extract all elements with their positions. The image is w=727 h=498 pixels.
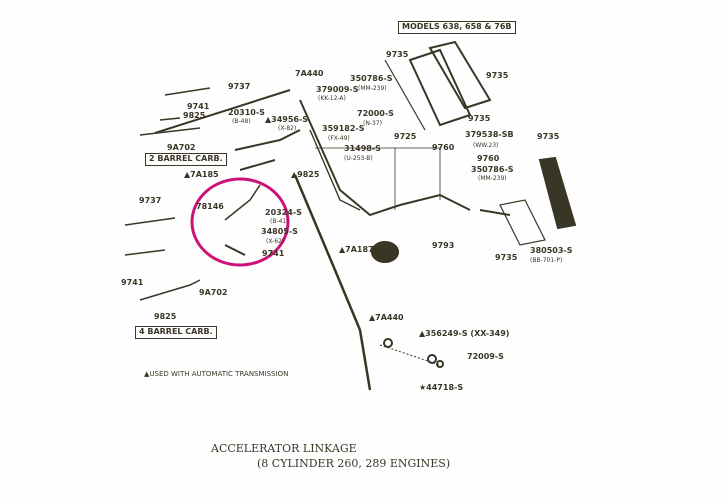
carb-4-linkage [124, 217, 201, 301]
callout: 9735 [495, 253, 518, 262]
callout: (X-62) [266, 238, 285, 245]
callout: (U-253-B) [344, 155, 373, 162]
callout: (MM-239) [358, 85, 387, 92]
callout: 9741 [262, 249, 285, 258]
callout: 9760 [477, 154, 500, 163]
models-box: MODELS 638, 658 & 76B [398, 21, 516, 34]
throttle-rod-upper [154, 89, 471, 217]
callout: 9741 [187, 102, 210, 111]
callout: 379538-SB [465, 130, 514, 139]
callout: 359182-S [322, 124, 365, 133]
callout: 9735 [468, 114, 491, 123]
pedal-pad-top-2 [428, 40, 492, 110]
callout: ★44718-S [419, 383, 464, 392]
callout: 350786-S [471, 165, 514, 174]
carb-4-barrel-label: 4 BARREL CARB. [135, 326, 217, 339]
callout: 9735 [486, 71, 509, 80]
callout: ▲7A185 [184, 170, 219, 179]
spring-78146 [224, 184, 261, 221]
callout: ▲9825 [291, 170, 320, 179]
carb-2-barrel-label: 2 BARREL CARB. [145, 153, 227, 166]
callout: 9735 [537, 132, 560, 141]
pedal-pad-bottom [538, 156, 577, 230]
callout: 380503-S [530, 246, 573, 255]
callout: (FX-49) [328, 135, 350, 142]
callout: 20324-S [265, 208, 302, 217]
pedal-plate [499, 199, 546, 246]
callout: 31498-S [344, 144, 381, 153]
pedal-arm-top [384, 59, 426, 131]
pedal-pad-top-1 [408, 48, 472, 127]
callout: 9735 [386, 50, 409, 59]
callout: 34805-S [261, 227, 298, 236]
callout: 9A702 [167, 143, 196, 152]
callout: (BB-701-P) [530, 257, 563, 264]
callout: 9A702 [199, 288, 228, 297]
diagram-title: ACCELERATOR LINKAGE [211, 442, 357, 455]
callout: 350786-S [350, 74, 393, 83]
callout: 9737 [228, 82, 251, 91]
throttle-rod-long [293, 174, 372, 391]
callout: (B-41) [270, 218, 289, 225]
carb-2-linkage [139, 87, 211, 136]
callout: ▲7A440 [369, 313, 404, 322]
callout: 9741 [121, 278, 144, 287]
callout: 72000-S [357, 109, 394, 118]
callout: 7A440 [295, 69, 324, 78]
callout: 9760 [432, 143, 455, 152]
callout: ▲7A187 [339, 245, 374, 254]
callout: 9725 [394, 132, 417, 141]
callout: 9825 [154, 312, 177, 321]
grommet-9793 [371, 241, 399, 263]
callout: (B-48) [232, 118, 251, 125]
callout: (X-82) [278, 125, 297, 132]
callout: (MM-239) [478, 175, 507, 182]
callout: 72009-S [467, 352, 504, 361]
callout: (KK-12-A) [318, 95, 346, 102]
callout: 9793 [432, 241, 455, 250]
callout: 379009-S [316, 85, 359, 94]
callout: 9825 [183, 111, 206, 120]
callout: ▲356249-S (XX-349) [419, 329, 510, 338]
callout: 9737 [139, 196, 162, 205]
callout: ▲34956-S [265, 115, 309, 124]
callout: (WW.23) [473, 142, 499, 149]
callout: 78146 [196, 202, 224, 211]
callout: (N-37) [363, 120, 382, 127]
footnote: ▲USED WITH AUTOMATIC TRANSMISSION [144, 370, 289, 378]
diagram-subtitle: (8 CYLINDER 260, 289 ENGINES) [257, 457, 451, 470]
callout: 20310-S [228, 108, 265, 117]
highlight-circle [190, 177, 290, 267]
